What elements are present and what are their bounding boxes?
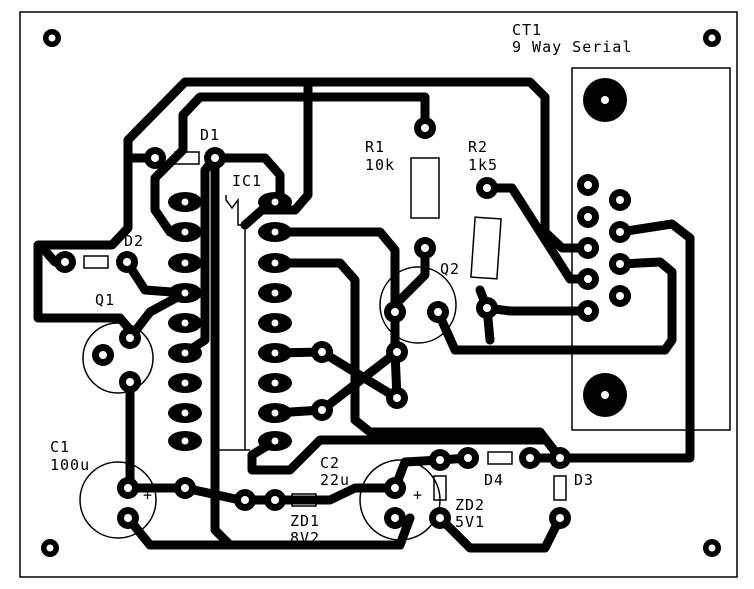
mounting-holes [41, 29, 721, 557]
pad-hole [616, 196, 624, 204]
pad-hole [584, 275, 592, 283]
pad-hole [421, 124, 429, 132]
pad-hole [151, 154, 159, 162]
q1-label: Q1 [95, 291, 115, 309]
pad-hole [271, 228, 279, 236]
pad-hole [584, 244, 592, 252]
pad-hole [181, 198, 189, 206]
d4-body [487, 451, 513, 465]
pad-hole [181, 289, 189, 297]
diode-bodies [83, 151, 567, 507]
r2-value: 1k5 [468, 156, 498, 174]
pad-hole [271, 289, 279, 297]
c2-value: 22u [320, 471, 350, 489]
pad-hole [271, 198, 279, 206]
pad-hole [434, 308, 442, 316]
r2-body [470, 216, 502, 280]
d3-body [553, 475, 567, 501]
pad-hole [391, 484, 399, 492]
board-outline [19, 11, 738, 578]
r2-label: R2 [468, 138, 488, 156]
zd2-value: 5V1 [455, 513, 485, 531]
pad-hole [124, 514, 132, 522]
pad-hole [181, 484, 189, 492]
pad-hole [126, 378, 134, 386]
d2-label: D2 [124, 232, 144, 250]
pad-hole [601, 391, 609, 399]
d2-body [83, 255, 109, 269]
d3-label: D3 [574, 471, 594, 489]
pad-hole [271, 319, 279, 327]
zd2-label: ZD2 [455, 496, 485, 514]
pad-hole [181, 379, 189, 387]
pad-hole [181, 319, 189, 327]
pad-hole [271, 379, 279, 387]
ic1-label: IC1 [232, 172, 262, 190]
pad-hole [271, 437, 279, 445]
r1-body [410, 157, 440, 219]
pad-hole [318, 348, 326, 356]
pad-hole [556, 454, 564, 462]
d1-body [174, 151, 200, 165]
c1-plus-label: + [143, 486, 153, 504]
c2-plus-label: + [413, 486, 423, 504]
connector-label: 9 Way Serial [512, 38, 632, 56]
pad-hole [271, 496, 279, 504]
pad-hole [123, 258, 131, 266]
pad-hole [211, 154, 219, 162]
pad-hole [181, 259, 189, 267]
pad-hole [181, 228, 189, 236]
pad-hole [483, 304, 491, 312]
c2-label: C2 [320, 454, 340, 472]
pad-hole [271, 349, 279, 357]
pad-hole [526, 454, 534, 462]
pad-hole [393, 394, 401, 402]
c1-value: 100u [50, 456, 90, 474]
q2-outline [379, 266, 457, 344]
q2-label: Q2 [440, 260, 460, 278]
q1-outline [82, 322, 154, 394]
pad-hole [181, 437, 189, 445]
pad-hole [181, 409, 189, 417]
pad-hole [421, 244, 429, 252]
pad-hole [126, 334, 134, 342]
pad-hole [464, 454, 472, 462]
zd1-body [291, 493, 317, 507]
d1-label: D1 [200, 126, 220, 144]
pad-hole [601, 96, 609, 104]
pads [54, 78, 631, 529]
pad-hole [391, 308, 399, 316]
pad-hole [181, 349, 189, 357]
pad-hole [483, 184, 491, 192]
pad-hole [393, 348, 401, 356]
pad-hole [556, 514, 564, 522]
pad-hole [318, 406, 326, 414]
pad-hole [616, 228, 624, 236]
r1-label: R1 [365, 138, 385, 156]
pad-hole [391, 514, 399, 522]
pad-hole [616, 260, 624, 268]
d4-label: D4 [484, 471, 504, 489]
c1-label: C1 [50, 438, 70, 456]
pad-hole [271, 259, 279, 267]
ic1-outline [214, 195, 250, 451]
zd1-label: ZD1 [290, 512, 320, 530]
pad-hole [61, 258, 69, 266]
pad-hole [584, 213, 592, 221]
pad-hole [436, 456, 444, 464]
pad-hole [124, 484, 132, 492]
pad-hole [271, 409, 279, 417]
ct1-label: CT1 [512, 21, 542, 39]
pad-hole [241, 496, 249, 504]
pad-hole [99, 351, 107, 359]
zd2-body [433, 475, 447, 501]
c1-outline [79, 461, 157, 539]
pad-hole [584, 307, 592, 315]
pad-hole [436, 514, 444, 522]
pad-hole [584, 181, 592, 189]
pad-hole [616, 292, 624, 300]
zd1-value: 8V2 [290, 529, 320, 547]
r1-value: 10k [365, 156, 395, 174]
